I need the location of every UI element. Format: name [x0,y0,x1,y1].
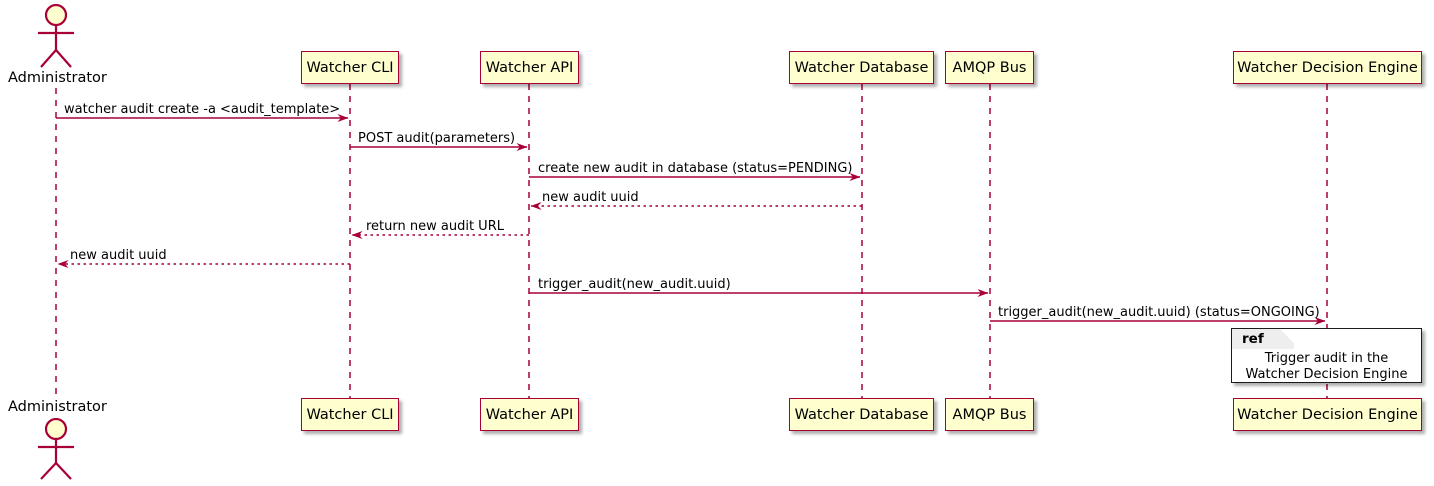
participant-amqp-bus-top[interactable]: AMQP Bus [945,51,1034,84]
message-label-8: trigger_audit(new_audit.uuid) (status=ON… [998,305,1320,320]
ref-fragment-body: Trigger audit in the Watcher Decision En… [1232,351,1421,383]
participant-watcher-decision-engine-bottom[interactable]: Watcher Decision Engine [1233,398,1422,431]
ref-fragment-tab [1232,329,1294,349]
participant-watcher-cli-top[interactable]: Watcher CLI [301,51,399,84]
message-label-1: watcher audit create -a <audit_template> [64,102,341,117]
participant-label: Watcher API [485,59,574,76]
ref-fragment-line-2: Watcher Decision Engine [1245,367,1408,382]
actor-label-administrator-top: Administrator [8,70,107,86]
message-label-4: new audit uuid [542,190,639,205]
participant-label: Watcher CLI [306,59,394,76]
participant-label: Watcher Database [794,59,929,76]
participant-label: AMQP Bus [952,406,1027,423]
participant-label: AMQP Bus [952,59,1027,76]
message-arrows [56,114,1326,325]
actor-administrator-top-glyph [38,3,74,68]
participant-watcher-decision-engine-top[interactable]: Watcher Decision Engine [1233,51,1422,84]
participant-label: Watcher Database [794,406,929,423]
participant-label: Watcher Decision Engine [1237,406,1418,423]
message-label-6: new audit uuid [70,248,167,263]
participant-amqp-bus-bottom[interactable]: AMQP Bus [945,398,1034,431]
participant-watcher-database-bottom[interactable]: Watcher Database [789,398,934,431]
lifelines [55,84,1328,398]
participant-label: Watcher Decision Engine [1237,59,1418,76]
participant-watcher-cli-bottom[interactable]: Watcher CLI [301,398,399,431]
message-label-5: return new audit URL [366,219,504,234]
ref-fragment-keyword: ref [1242,331,1264,347]
message-label-3: create new audit in database (status=PEN… [538,161,853,176]
message-label-2: POST audit(parameters) [358,131,516,146]
participant-watcher-api-top[interactable]: Watcher API [480,51,579,84]
participant-label: Watcher CLI [306,406,394,423]
actor-label-administrator-bottom: Administrator [8,399,107,415]
actor-administrator-bottom-glyph [38,417,74,480]
message-label-7: trigger_audit(new_audit.uuid) [538,277,731,292]
participant-watcher-database-top[interactable]: Watcher Database [789,51,934,84]
participant-watcher-api-bottom[interactable]: Watcher API [480,398,579,431]
participant-label: Watcher API [485,406,574,423]
ref-fragment-line-1: Trigger audit in the [1264,351,1389,366]
ref-fragment[interactable]: ref Trigger audit in the Watcher Decisio… [1231,328,1422,383]
